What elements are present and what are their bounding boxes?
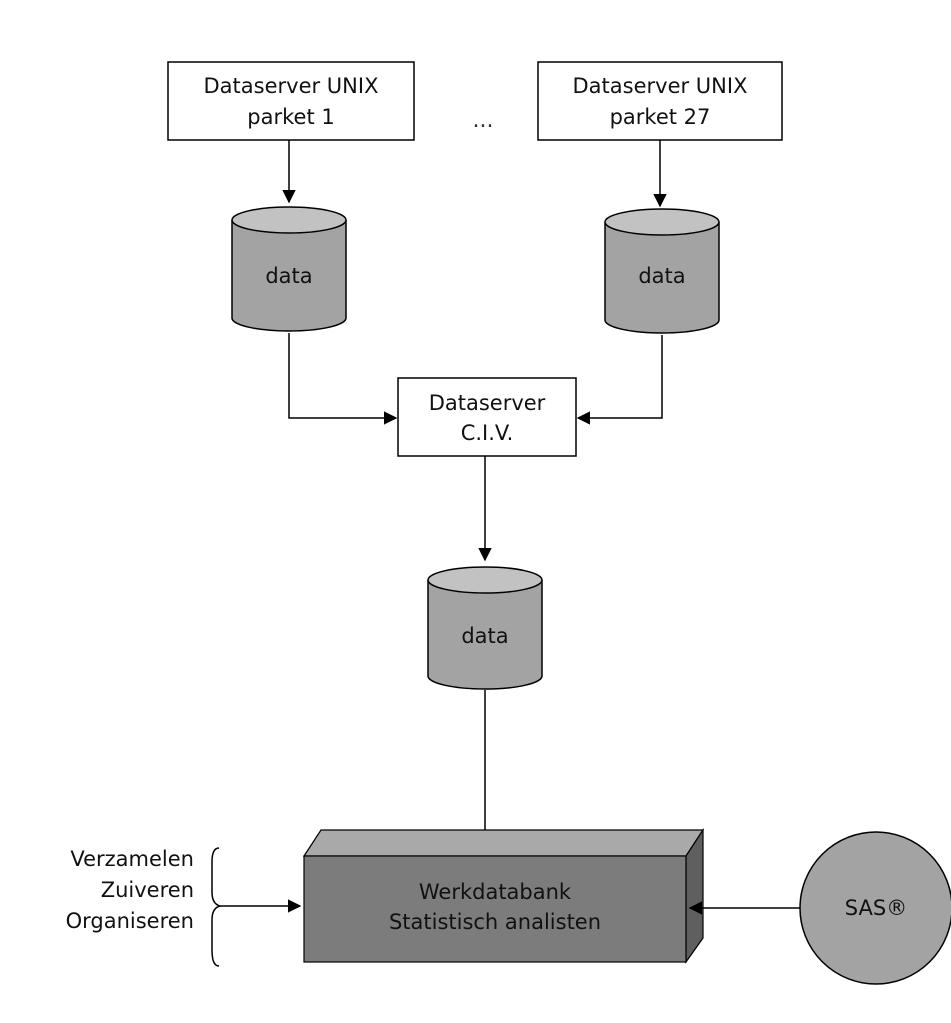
task-organiseren: Organiseren — [66, 909, 194, 933]
database-civ-label: data — [461, 624, 508, 648]
database-27-label: data — [638, 264, 685, 288]
task-verzamelen: Verzamelen — [70, 847, 194, 871]
server-1-subtitle: parket 1 — [247, 105, 334, 129]
dataserver-unix-parket-27-box: Dataserver UNIX parket 27 — [537, 61, 783, 141]
server-1-title: Dataserver UNIX — [204, 74, 379, 98]
database-1-label: data — [265, 264, 312, 288]
werkdatabank-subtitle: Statistisch analisten — [389, 910, 601, 934]
ellipsis-text: ... — [473, 108, 494, 133]
sas-label: SAS® — [845, 896, 907, 920]
server-27-subtitle: parket 27 — [610, 105, 711, 129]
task-zuiveren: Zuiveren — [101, 878, 194, 902]
tasks-list: Verzamelen Zuiveren Organiseren — [66, 847, 194, 933]
server-27-title: Dataserver UNIX — [573, 74, 748, 98]
database-civ-cylinder: data — [427, 566, 543, 690]
dataserver-unix-parket-1-box: Dataserver UNIX parket 1 — [167, 61, 415, 141]
dataserver-civ-box: Dataserver C.I.V. — [397, 377, 577, 457]
werkdatabank-title: Werkdatabank — [419, 880, 572, 904]
werkdatabank-block: Werkdatabank Statistisch analisten — [302, 827, 705, 964]
database-27-cylinder: data — [604, 208, 720, 334]
server-civ-subtitle: C.I.V. — [461, 421, 514, 445]
server-civ-title: Dataserver — [429, 391, 546, 415]
curly-brace — [211, 847, 221, 967]
edge-db27-to-civ — [576, 335, 663, 425]
edge-db1-to-civ — [288, 333, 398, 425]
database-1-cylinder: data — [231, 206, 347, 332]
sas-circle: SAS® — [799, 831, 951, 985]
